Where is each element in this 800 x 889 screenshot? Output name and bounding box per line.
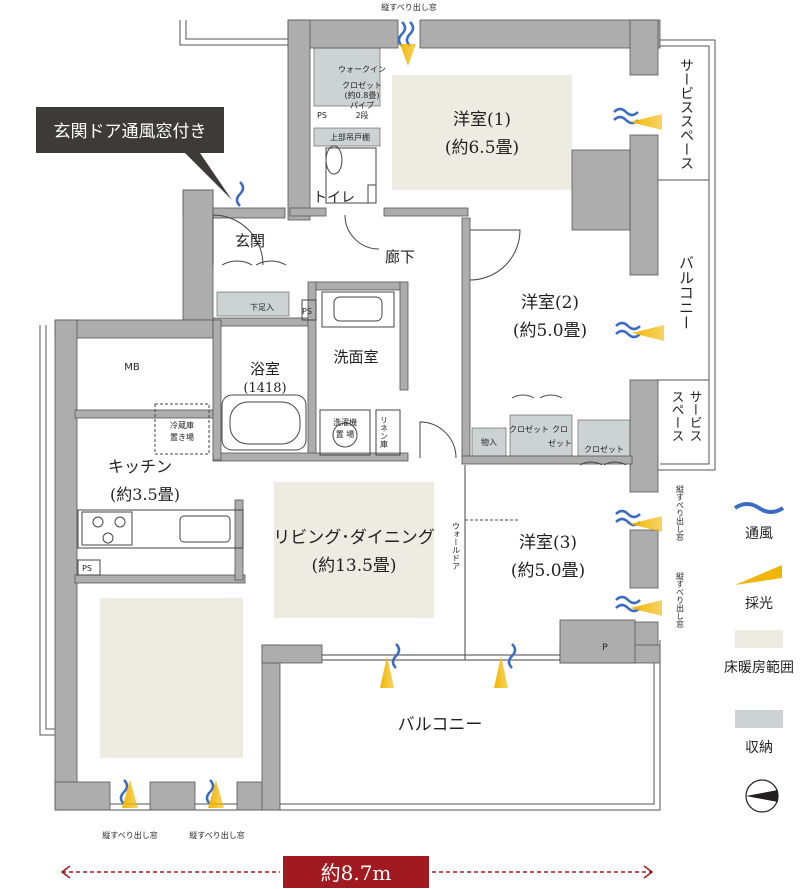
legend-storage-swatch	[735, 710, 783, 728]
room-service-space-mid-1: サービス	[687, 390, 702, 442]
label-window-bottom-1: 縦すべり出し窓	[102, 830, 157, 840]
legend-floor-heating: 床暖房範囲	[724, 659, 794, 676]
floor-heating-western1	[392, 75, 572, 190]
label-closet-08-1: クロゼット	[342, 80, 382, 90]
room-balcony-right: バルコニー	[677, 255, 695, 330]
door-swings	[212, 214, 627, 661]
label-upper-shelf: 上部吊戸棚	[330, 132, 370, 142]
width-dimension: 約8.7m	[60, 856, 654, 888]
room-bath-name: 浴室	[250, 360, 280, 378]
airflow-markers	[119, 21, 664, 808]
fixtures	[77, 145, 401, 576]
label-closet-b-2: ゼット	[548, 438, 572, 448]
room-labels: 洋室(1) (約6.5畳) 洋室(2) (約5.0畳) 洋室(3) (約5.0畳…	[108, 58, 702, 735]
legend: 通風 採光 床暖房範囲 収納	[724, 502, 794, 756]
label-closet-08-2: (約0.8畳)	[345, 90, 380, 100]
label-window-bottom-2: 縦すべり出し窓	[189, 830, 244, 840]
label-ps-kitchen: PS	[82, 564, 92, 573]
label-ps-top: PS	[317, 111, 327, 120]
width-label-box	[283, 856, 429, 888]
walls	[54, 19, 661, 811]
room-washroom: 洗面室	[333, 348, 378, 366]
room-toilet: トイレ	[313, 190, 355, 206]
label-shoe-box: 下足入	[250, 303, 274, 312]
label-ps-mid: PS	[302, 307, 312, 316]
room-western3-name: 洋室(3)	[519, 533, 577, 553]
label-window-top: 縦すべり出し窓	[381, 2, 436, 12]
label-closet-a: クロゼット	[509, 424, 549, 434]
room-balcony-bottom: バルコニー	[398, 715, 483, 735]
north-arrow-icon	[745, 779, 779, 813]
label-window-right-2: 縦すべり出し窓	[676, 571, 685, 628]
room-kitchen-area: (約3.5畳)	[110, 485, 180, 504]
legend-floor-heating-swatch	[735, 630, 783, 648]
balcony-outline	[39, 20, 716, 811]
room-entrance: 玄関	[235, 232, 265, 250]
label-fridge-1: 冷蔵庫	[170, 420, 194, 430]
small-labels: ウォークイン クロゼット (約0.8畳) パイプ 2段 上部吊戸棚 PS PS …	[82, 2, 685, 840]
legend-light-icon	[735, 565, 782, 585]
floor-heating-living	[274, 482, 434, 618]
callout-box	[36, 107, 224, 153]
room-kitchen-name: キッチン	[108, 457, 172, 476]
label-walkin: ウォークイン	[338, 65, 386, 74]
callout: 玄関ドア通風窓付き	[36, 107, 232, 200]
floor-heating-kitchen-dining	[100, 598, 243, 758]
label-fridge-2: 置き場	[170, 432, 194, 442]
room-living-area: (約13.5畳)	[311, 556, 396, 576]
room-corridor: 廊下	[385, 248, 415, 266]
label-window-right-1: 縦すべり出し窓	[676, 484, 685, 541]
legend-storage: 収納	[745, 740, 773, 756]
label-p-mark: P	[602, 643, 608, 653]
room-western2-area: (約5.0畳)	[513, 321, 587, 341]
room-service-space-mid-2: スペース	[669, 390, 685, 442]
label-laundry-2: 置 場	[336, 429, 355, 439]
room-western1-name: 洋室(1)	[453, 110, 511, 130]
legend-daylight: 採光	[745, 596, 773, 612]
label-mb: MB	[124, 362, 140, 373]
room-western2-name: 洋室(2)	[521, 293, 579, 313]
callout-text: 玄関ドア通風窓付き	[54, 122, 207, 142]
storage-areas	[216, 47, 631, 461]
light-icon	[122, 44, 664, 808]
label-storage: 物入	[481, 437, 497, 447]
room-living-name: リビング･ダイニング	[273, 528, 435, 548]
label-wall-door: ウォールドア	[452, 522, 461, 570]
label-pipe-2: 2段	[355, 110, 368, 120]
wind-icon	[119, 21, 641, 805]
room-western1-area: (約6.5畳)	[445, 138, 519, 158]
room-service-space-top: サービススペース	[678, 58, 694, 170]
label-linen: リネン庫	[380, 416, 389, 449]
label-closet-c: クロゼット	[584, 444, 624, 454]
room-bath-size: (1418)	[243, 381, 286, 396]
label-closet-b-1: クロ	[552, 425, 568, 434]
label-pipe-1: パイプ	[350, 101, 374, 110]
legend-ventilation: 通風	[745, 526, 773, 542]
legend-wind-icon	[733, 502, 785, 514]
room-western3-area: (約5.0畳)	[511, 561, 585, 581]
width-label: 約8.7m	[321, 861, 392, 885]
label-laundry-1: 洗濯機	[333, 417, 357, 427]
